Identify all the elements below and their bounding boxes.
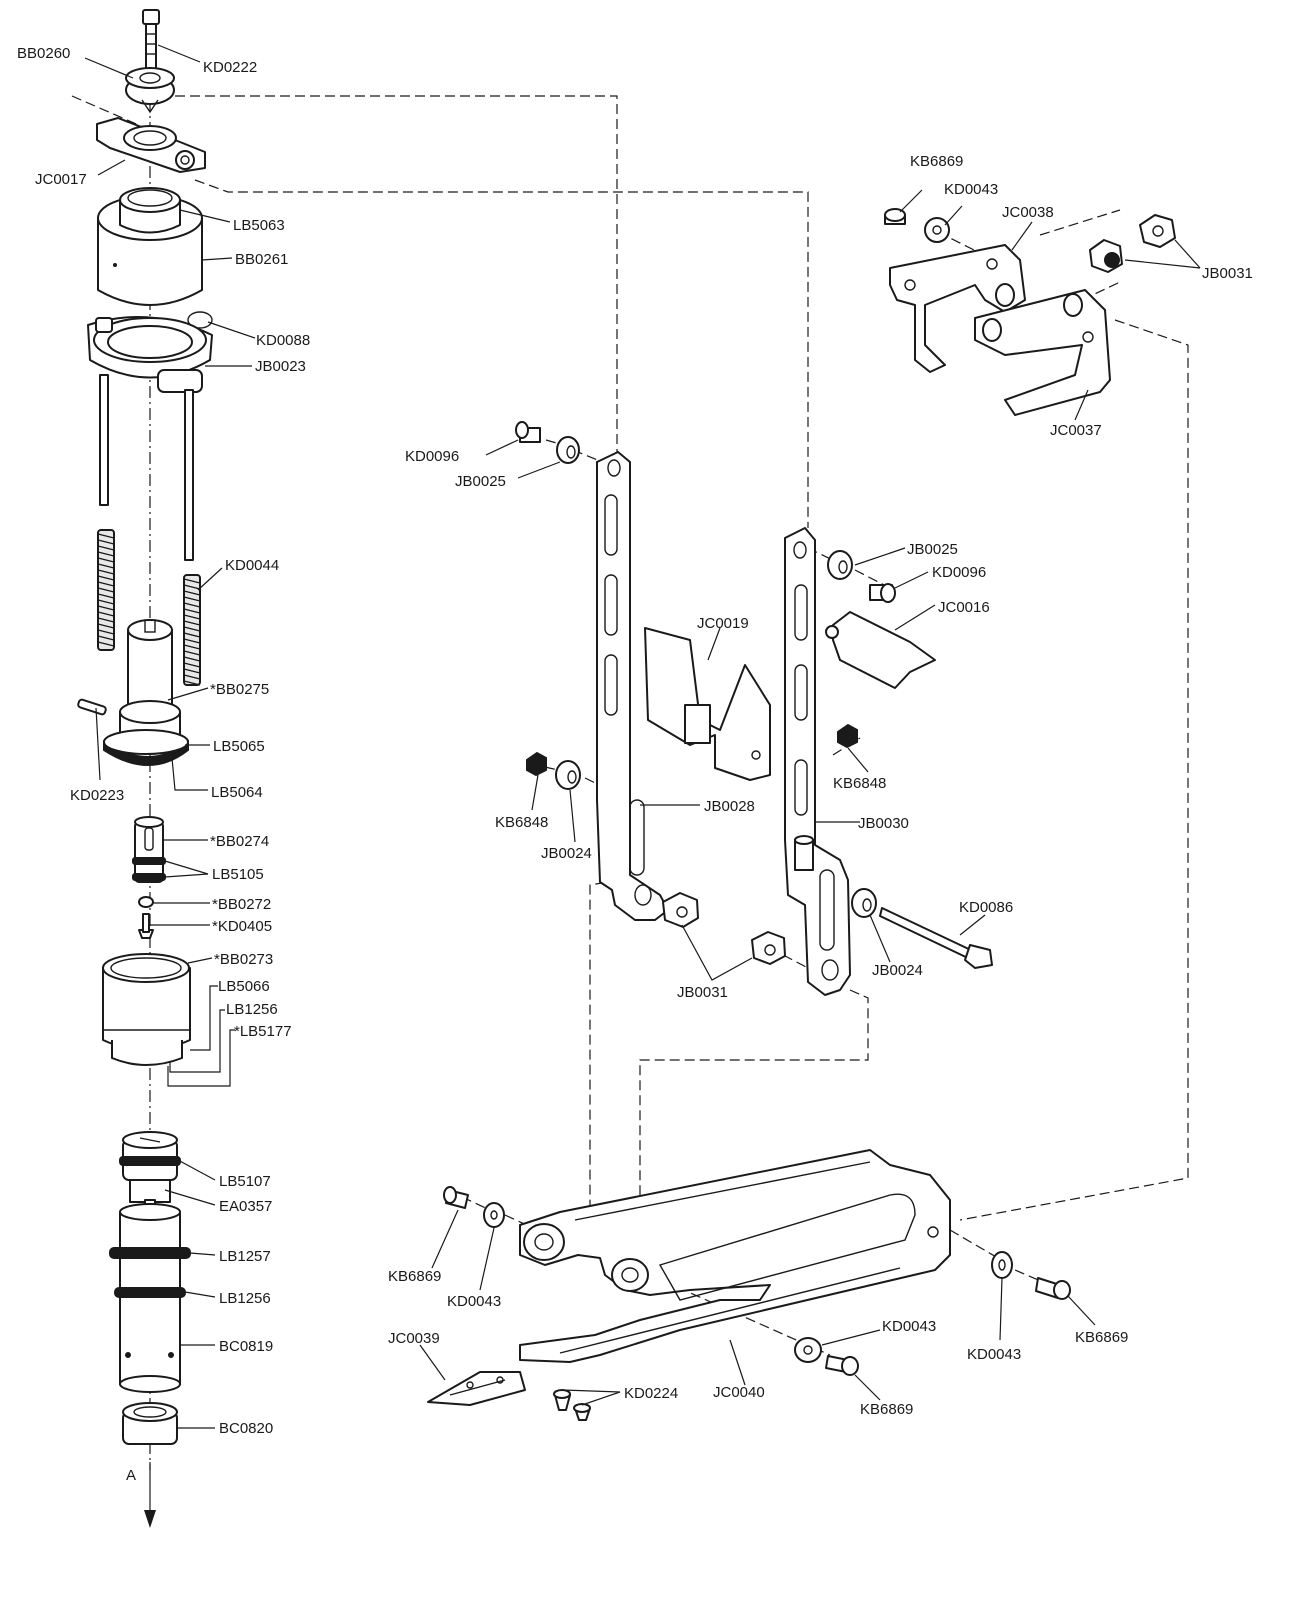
label-kb6869-c: KB6869 (860, 1401, 913, 1418)
part-labels: KD0222 BB0260 JC0017 LB5063 BB0261 KD008… (17, 45, 1253, 1484)
label-kb6869-b: KB6869 (388, 1268, 441, 1285)
label-lb1256-b: LB1256 (219, 1290, 271, 1307)
label-jb0030: JB0030 (858, 815, 909, 832)
bb0260-cap (125, 67, 175, 114)
label-kb6869-a: KB6869 (910, 153, 963, 170)
label-ea0357: EA0357 (219, 1198, 272, 1215)
label-kb6848-a: KB6848 (495, 814, 548, 831)
label-lb5066: LB5066 (218, 978, 270, 995)
label-kd0223: KD0223 (70, 787, 124, 804)
label-lb5063: LB5063 (233, 217, 285, 234)
label-jb0023: JB0023 (255, 358, 306, 375)
jc0017-clamp (96, 117, 206, 173)
label-lb5107: LB5107 (219, 1173, 271, 1190)
label-kd0043-d: KD0043 (967, 1346, 1021, 1363)
label-jb0028: JB0028 (704, 798, 755, 815)
bb0275-piston (103, 619, 189, 766)
upper-right-brackets (884, 208, 1176, 416)
label-jb0024-b: JB0024 (872, 962, 923, 979)
label-bb0261: BB0261 (235, 251, 288, 268)
label-jb0031-b: JB0031 (677, 984, 728, 1001)
bb0273-body (102, 953, 191, 1066)
center-rails (515, 421, 993, 996)
kd0043-washer-top (924, 217, 950, 243)
bb0274-valve (132, 816, 166, 883)
label-arrow-a: A (126, 1467, 136, 1484)
label-kd0043-b: KD0043 (447, 1293, 501, 1310)
bb0261-housing (97, 187, 203, 306)
arrow-a (144, 1462, 156, 1528)
label-kd0222: KD0222 (203, 59, 257, 76)
label-kb6848-b: KB6848 (833, 775, 886, 792)
bc0819-sleeve (109, 1203, 191, 1393)
label-lb1257: LB1257 (219, 1248, 271, 1265)
label-jb0025-b: JB0025 (907, 541, 958, 558)
label-kd0096-a: KD0096 (405, 448, 459, 465)
label-jc0038: JC0038 (1002, 204, 1054, 221)
jc0040-arm (519, 1149, 951, 1363)
label-kd0405: *KD0405 (212, 918, 272, 935)
label-lb5105: LB5105 (212, 866, 264, 883)
label-lb5064: LB5064 (211, 784, 263, 801)
label-bb0275: *BB0275 (210, 681, 269, 698)
label-jc0016: JC0016 (938, 599, 990, 616)
jb0028-rail (596, 451, 669, 921)
left-column-parts (77, 9, 213, 1528)
jb0031-nut-a (1139, 214, 1176, 248)
kd0044-springs (97, 529, 201, 686)
ea0357-stem (119, 1131, 181, 1217)
kd0222-screw (142, 9, 160, 70)
label-lb5065: LB5065 (213, 738, 265, 755)
jc0039-shoe (427, 1371, 526, 1406)
label-kd0224: KD0224 (624, 1385, 678, 1402)
leader-lines (84, 44, 1201, 1429)
label-kd0043-a: KD0043 (944, 181, 998, 198)
label-kd0096-b: KD0096 (932, 564, 986, 581)
label-bc0820: BC0820 (219, 1420, 273, 1437)
label-kd0044: KD0044 (225, 557, 279, 574)
bb0272-kd0405 (138, 896, 154, 939)
jb0023-frame (87, 311, 213, 561)
label-bb0260: BB0260 (17, 45, 70, 62)
label-kd0088: KD0088 (256, 332, 310, 349)
label-bb0273: *BB0273 (214, 951, 273, 968)
label-jb0024-a: JB0024 (541, 845, 592, 862)
label-lb1256-a: LB1256 (226, 1001, 278, 1018)
jc0016-latch (832, 611, 936, 689)
jc0038-bracket (889, 244, 1026, 373)
label-jc0017: JC0017 (35, 171, 87, 188)
label-bb0274: *BB0274 (210, 833, 269, 850)
label-jc0039: JC0039 (388, 1330, 440, 1347)
label-kd0043-c: KD0043 (882, 1318, 936, 1335)
jc0037-bracket (974, 289, 1111, 416)
label-kd0086: KD0086 (959, 899, 1013, 916)
label-lb5177: *LB5177 (234, 1023, 292, 1040)
label-bb0272: *BB0272 (212, 896, 271, 913)
lower-arm-assembly (427, 1149, 1071, 1421)
label-jc0037: JC0037 (1050, 422, 1102, 439)
kd0223-pin (77, 698, 107, 716)
label-jc0019: JC0019 (697, 615, 749, 632)
label-jb0031-a: JB0031 (1202, 265, 1253, 282)
label-jc0040: JC0040 (713, 1384, 765, 1401)
label-kb6869-d: KB6869 (1075, 1329, 1128, 1346)
bc0820-bearing (122, 1402, 178, 1445)
label-bc0819: BC0819 (219, 1338, 273, 1355)
label-jb0025-a: JB0025 (455, 473, 506, 490)
